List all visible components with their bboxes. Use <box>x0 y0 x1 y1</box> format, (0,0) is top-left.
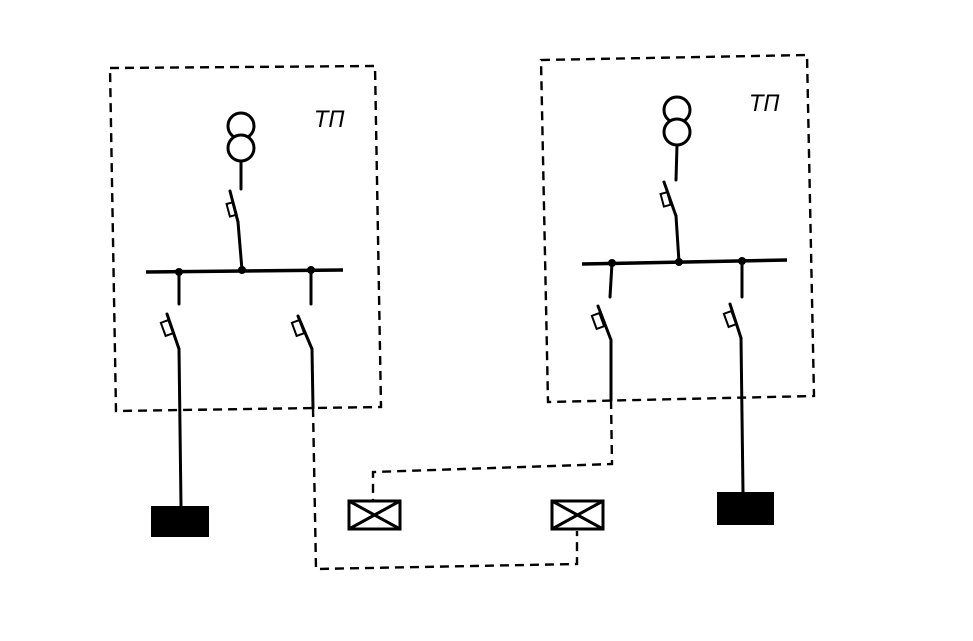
switch-left-feeder-1 <box>159 312 181 351</box>
switch-right-feeder-1 <box>590 304 613 342</box>
transformer-right <box>662 95 692 147</box>
switch-right-feeder-2 <box>722 302 743 340</box>
load-right <box>717 492 774 525</box>
substation-left-label: ТП <box>315 108 345 133</box>
switch-left-incoming <box>225 189 240 224</box>
switch-left-feeder-2 <box>290 314 314 351</box>
substation-right: ТП <box>539 53 816 494</box>
substation-left: ТП <box>108 64 383 508</box>
reserve-cable-right-to-connector-1 <box>371 399 614 500</box>
substation-right-boundary <box>539 53 816 404</box>
switch-right-incoming <box>659 180 678 218</box>
substation-left-boundary <box>108 64 383 413</box>
busbar-right <box>581 258 788 266</box>
substation-right-label: ТП <box>750 92 780 117</box>
transformer-left <box>226 111 256 163</box>
reserve-cable-left-to-connector-2 <box>311 407 579 571</box>
cable-connector-1 <box>347 499 402 531</box>
cable-connector-2 <box>550 499 605 531</box>
load-left <box>151 506 209 537</box>
